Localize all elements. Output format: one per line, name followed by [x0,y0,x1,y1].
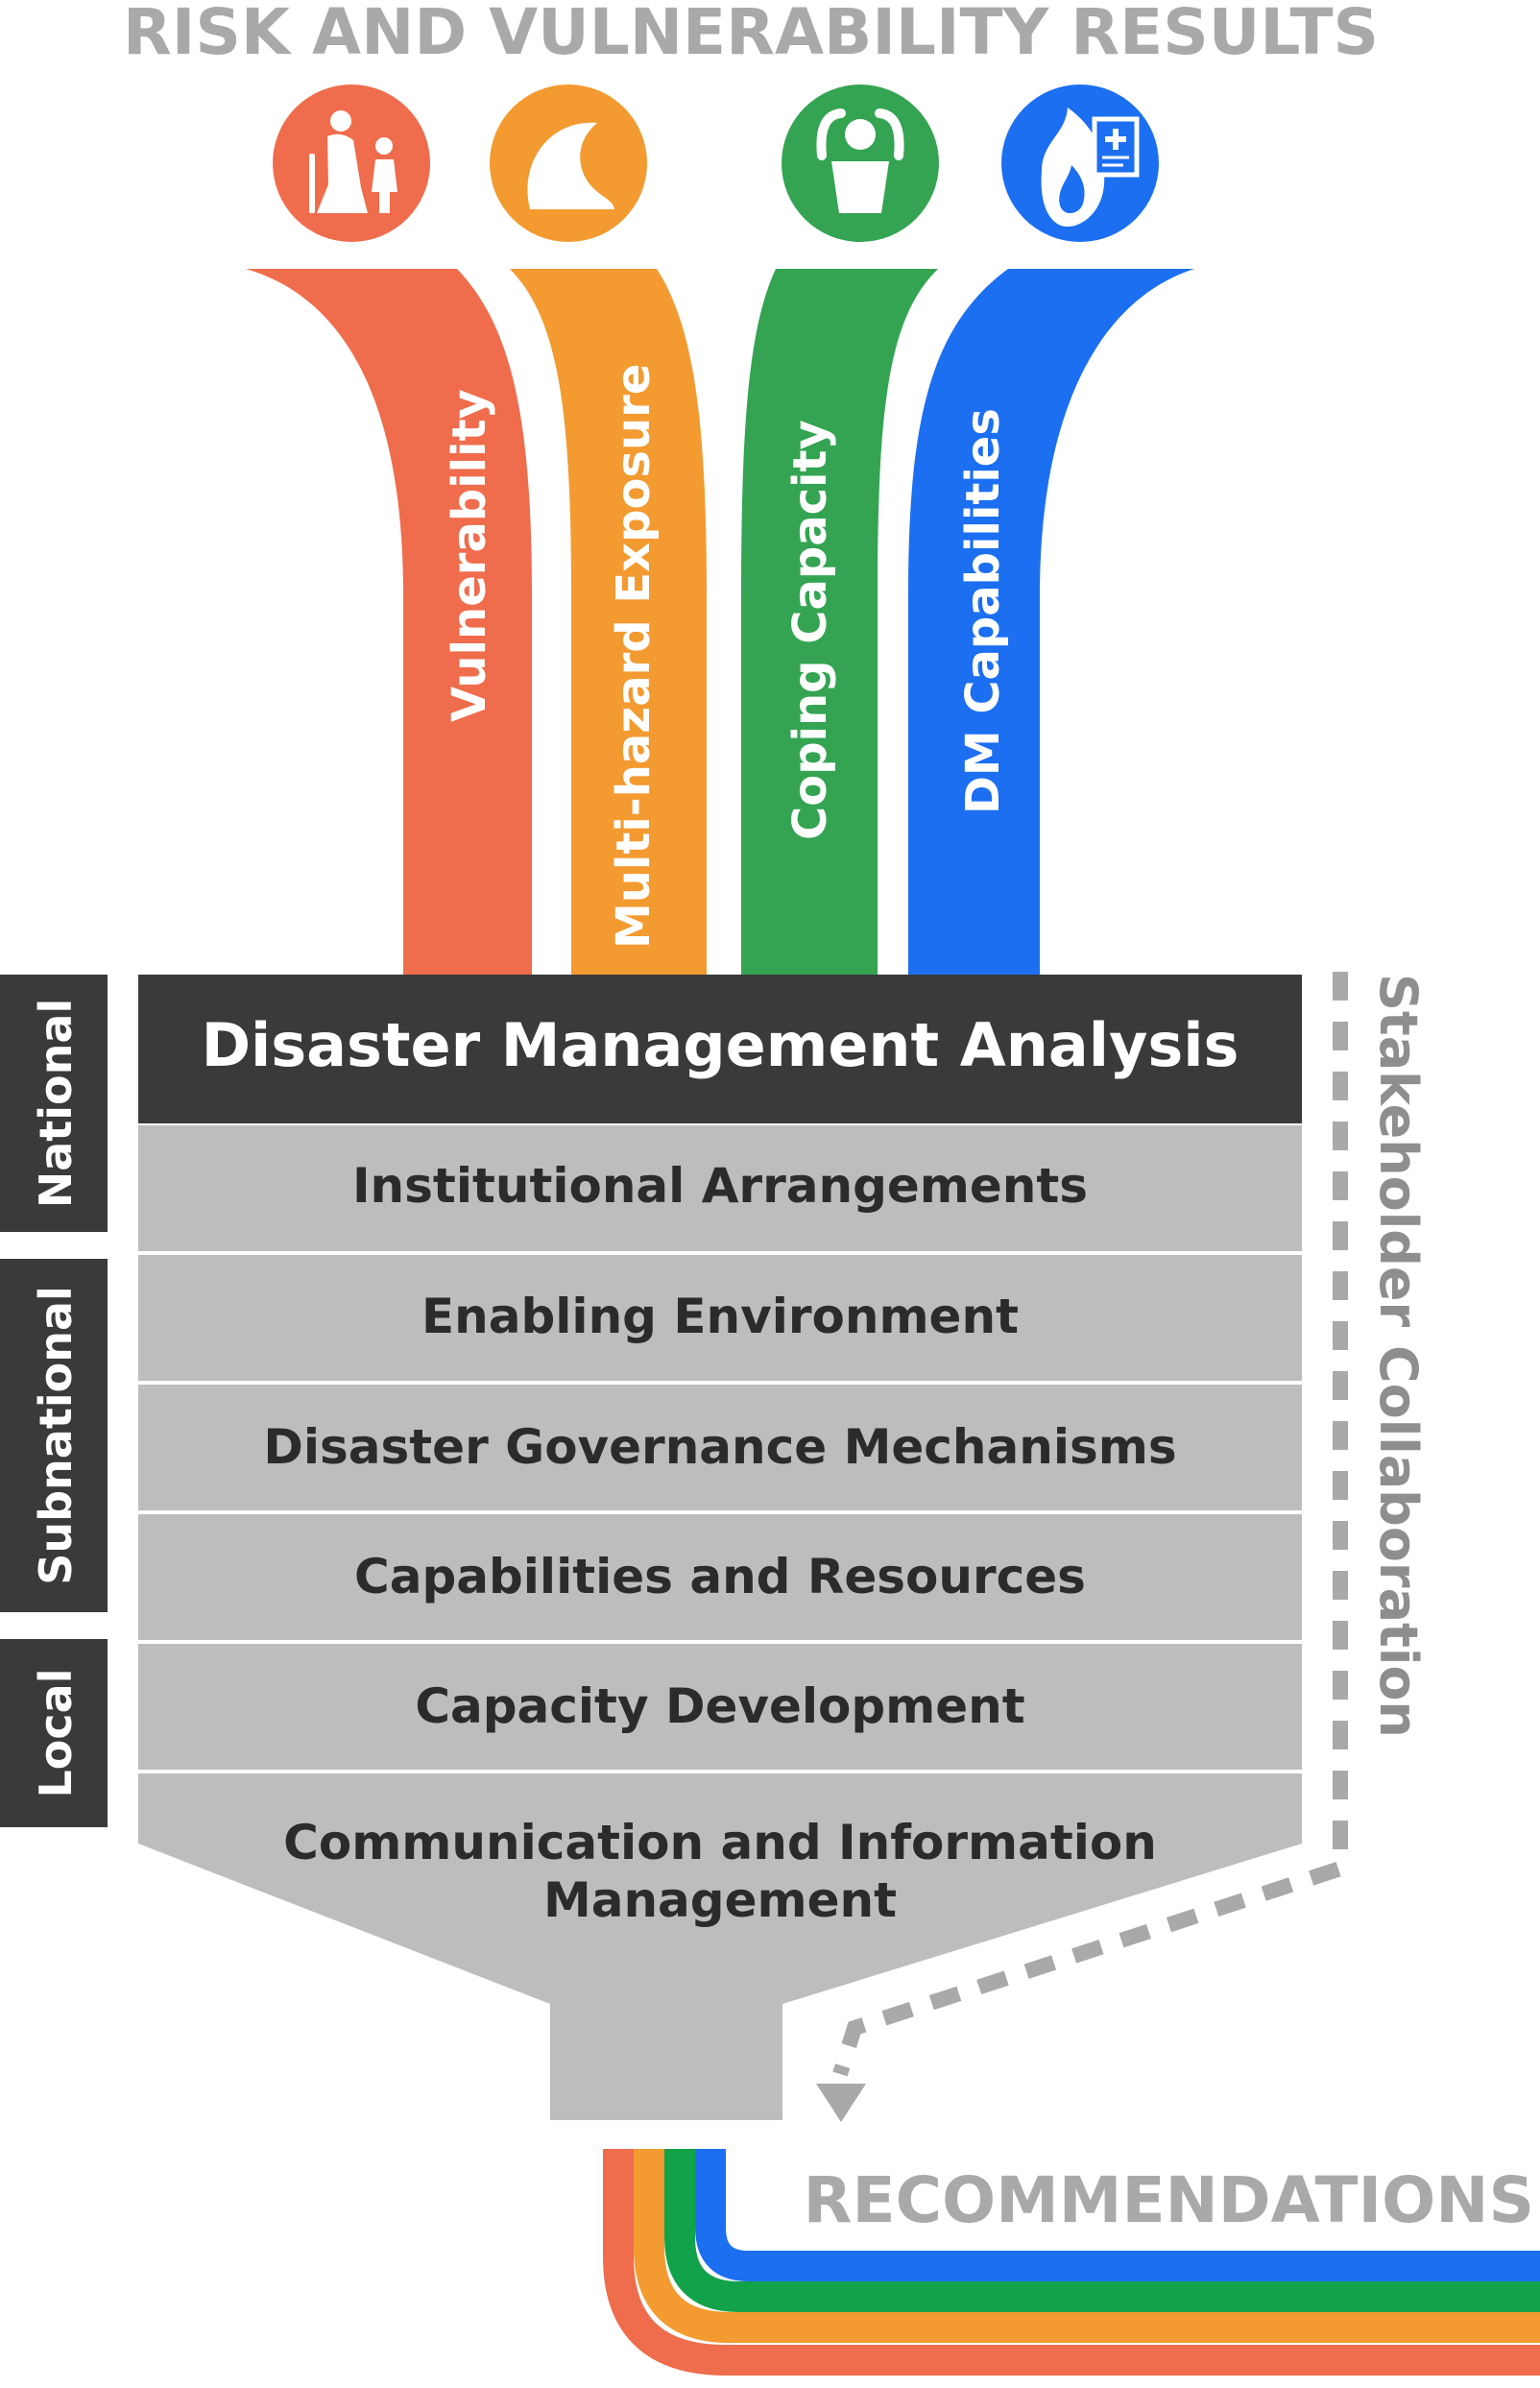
funnel-cone: Communication and Information Management [138,1773,1302,2120]
funnel-bottom-line2: Management [543,1872,897,1928]
outcome-label: RECOMMENDATIONS [804,2163,1534,2237]
funnel-header: Disaster Management Analysis [138,975,1302,1123]
funnel-row-enabling-environment: Enabling Environment [138,1255,1302,1381]
funnel-row-label: Capacity Development [415,1678,1024,1734]
stream-label: Coping Capacity [783,420,837,840]
funnel-row-label: Disaster Governance Mechanisms [263,1419,1176,1475]
stream-vulnerability: Vulnerability [246,269,532,976]
funnel-row-institutional-arrangements: Institutional Arrangements [138,1125,1302,1251]
funnel-row-label: Institutional Arrangements [352,1158,1088,1214]
funnel-title: Disaster Management Analysis [202,1010,1239,1080]
level-label: Local [30,1669,82,1798]
header-title: RISK AND VULNERABILITY RESULTS [123,0,1379,69]
level-subnational: Subnational [0,1259,108,1612]
level-local: Local [0,1639,108,1827]
funnel-row-label: Enabling Environment [421,1289,1019,1344]
elderly-and-child-icon [273,84,430,242]
stakeholder-flow-arrow [816,972,1348,2122]
funnel-row-label: Capabilities and Resources [354,1549,1086,1604]
side-label: Stakeholder Collaboration [1368,974,1429,1738]
stream-coping-capacity: Coping Capacity [741,269,938,976]
stream-multi-hazard-exposure: Multi-hazard Exposure [510,269,707,976]
stream-label: Multi-hazard Exposure [607,364,661,949]
funnel-row-disaster-governance-mechanisms: Disaster Governance Mechanisms [138,1385,1302,1510]
funnel-bottom-line1: Communication and Information [283,1815,1157,1870]
output-streams [603,2149,1540,2376]
stream-label: Vulnerability [443,389,496,722]
stream-dm-capabilities: DM Capabilities [908,269,1194,976]
level-label: National [30,999,82,1208]
fire-and-first-aid-icon [1001,84,1159,242]
level-label: Subnational [30,1286,82,1585]
relaxed-person-icon [782,84,939,242]
wave-icon [490,84,647,242]
funnel-row-capacity-development: Capacity Development [138,1644,1302,1770]
funnel-row-capabilities-and-resources: Capabilities and Resources [138,1514,1302,1640]
stream-label: DM Capabilities [956,408,1010,814]
level-national: National [0,975,108,1232]
